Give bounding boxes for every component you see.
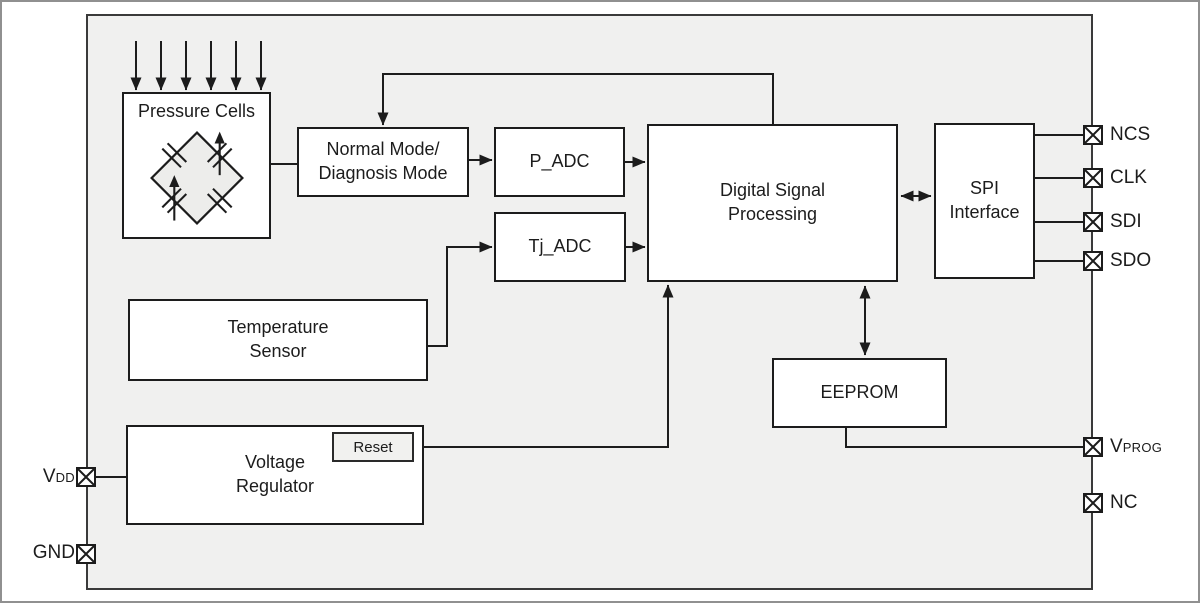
block-normal-diagnosis-mode: Normal Mode/ Diagnosis Mode: [297, 127, 469, 197]
dsp-label-line2: Processing: [727, 204, 818, 224]
pin-label-gnd: GND: [32, 542, 75, 563]
pin-sdi: [1083, 212, 1103, 232]
spi-label-line2: Interface: [949, 202, 1020, 222]
dsp-label-line1: Digital Signal: [719, 180, 826, 201]
pin-label-vdd: VDD: [42, 466, 75, 487]
reset-label: Reset: [353, 438, 393, 456]
eeprom-label: EEPROM: [820, 382, 899, 403]
temp-sensor-label-line1: Temperature: [227, 317, 329, 338]
pin-label-sdi: SDI: [1110, 211, 1142, 232]
block-spi-interface: SPI Interface: [934, 123, 1035, 279]
pin-ncs: [1083, 125, 1103, 145]
block-pressure-cells: Pressure Cells: [122, 92, 271, 239]
block-digital-signal-processing: Digital Signal Processing: [647, 124, 898, 282]
block-p-adc: P_ADC: [494, 127, 625, 197]
spi-label-line1: SPI: [969, 178, 999, 199]
pressure-cells-label: Pressure Cells: [137, 101, 256, 121]
pin-label-clk: CLK: [1110, 167, 1147, 188]
spi-pin-wires: [1035, 134, 1084, 262]
voltage-regulator-label-line1: Voltage: [244, 452, 306, 473]
block-temperature-sensor: Temperature Sensor: [128, 299, 428, 381]
mode-label-line2: Diagnosis Mode: [318, 163, 448, 183]
block-reset: Reset: [332, 432, 414, 462]
pin-label-vprog: VPROG: [1110, 436, 1163, 457]
pin-nc: [1083, 493, 1103, 513]
pin-label-ncs: NCS: [1110, 124, 1151, 145]
tj-adc-label: Tj_ADC: [528, 236, 592, 257]
pin-label-nc: NC: [1110, 492, 1138, 513]
pin-clk: [1083, 168, 1103, 188]
connector-reset-to-dsp: [414, 284, 674, 448]
block-tj-adc: Tj_ADC: [494, 212, 626, 282]
block-eeprom: EEPROM: [772, 358, 947, 428]
pin-vdd: [76, 467, 96, 487]
pin-label-sdo: SDO: [1110, 250, 1152, 271]
connector-temp-to-tjadc: [428, 241, 493, 347]
pressure-input-arrows: [130, 41, 267, 91]
mode-label-line1: Normal Mode/: [326, 139, 440, 160]
wheatstone-bridge-icon: [149, 130, 244, 225]
p-adc-label: P_ADC: [529, 151, 590, 172]
pin-gnd: [76, 544, 96, 564]
pin-vprog: [1083, 437, 1103, 457]
temp-sensor-label-line2: Sensor: [249, 341, 307, 361]
connector-dsp-feedback-to-mode: [377, 73, 774, 126]
connector-eeprom-to-vprog: [845, 428, 1084, 448]
pin-sdo: [1083, 251, 1103, 271]
voltage-regulator-label-line2: Regulator: [235, 476, 315, 496]
